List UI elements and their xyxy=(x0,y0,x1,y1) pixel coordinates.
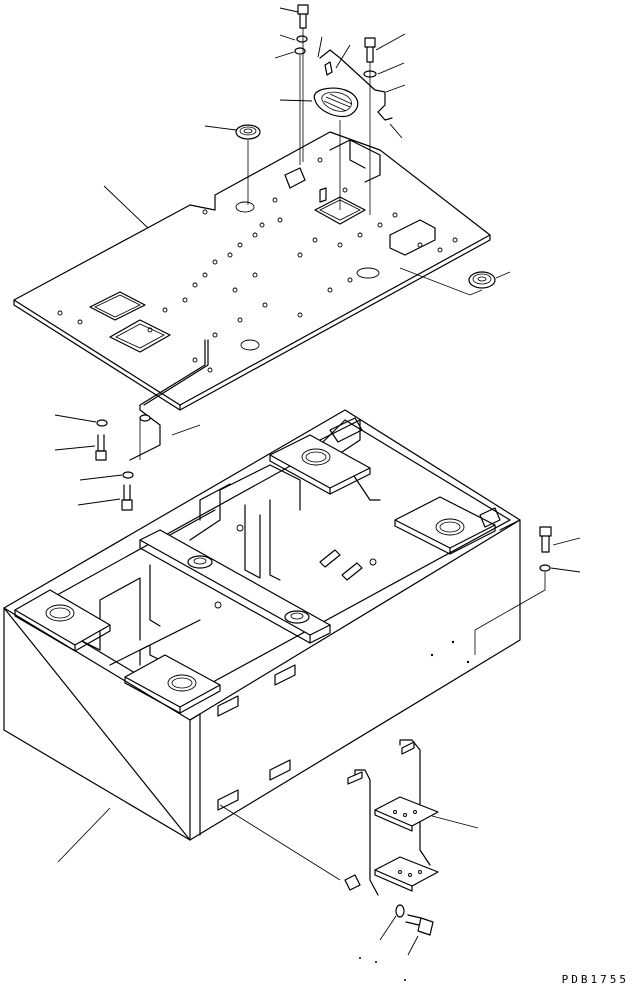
mount-pad-front-right xyxy=(124,654,221,714)
bolt-top-right xyxy=(364,37,376,63)
drawing-code-label: PDB1755 xyxy=(561,973,629,986)
floor-plate-brackets xyxy=(284,139,436,256)
mount-pad-rear-right xyxy=(394,496,501,555)
floor-plate-opening-center xyxy=(109,319,171,353)
callout-leaders xyxy=(54,7,581,981)
ladder-bolt xyxy=(405,914,434,936)
washers-top xyxy=(294,35,377,78)
frame-bracket-rear xyxy=(329,417,363,443)
grommet-right xyxy=(468,271,496,289)
mount-pad-front-left xyxy=(14,589,111,652)
base-frame xyxy=(3,409,521,841)
washer-left-lower xyxy=(122,471,134,479)
floor-plate xyxy=(13,131,491,411)
bolt-top-center xyxy=(297,4,309,29)
bolt-right-side xyxy=(539,526,552,553)
dashed-assembly-lines xyxy=(247,28,483,296)
frame-side-holes xyxy=(430,640,470,664)
floor-plate-opening-rear xyxy=(314,196,366,225)
dashed-assembly-lines-lower xyxy=(139,418,546,881)
control-rod xyxy=(129,339,209,461)
step-ladder xyxy=(344,739,439,896)
frame-slots xyxy=(217,664,296,811)
bolt-left-upper xyxy=(95,434,107,461)
washer-left-upper xyxy=(96,419,108,427)
ladder-washer xyxy=(395,904,405,918)
washer-right-side xyxy=(539,564,551,572)
mount-pad-rear-left xyxy=(269,434,371,495)
bolt-left-lower xyxy=(121,484,133,511)
grommet-top-left xyxy=(235,124,261,140)
linkage-rods xyxy=(319,49,393,121)
pedal-assembly xyxy=(313,87,359,118)
floor-plate-opening-left xyxy=(89,291,146,321)
ladder-tread-holes xyxy=(393,810,422,877)
floor-plate-holes xyxy=(57,157,458,373)
